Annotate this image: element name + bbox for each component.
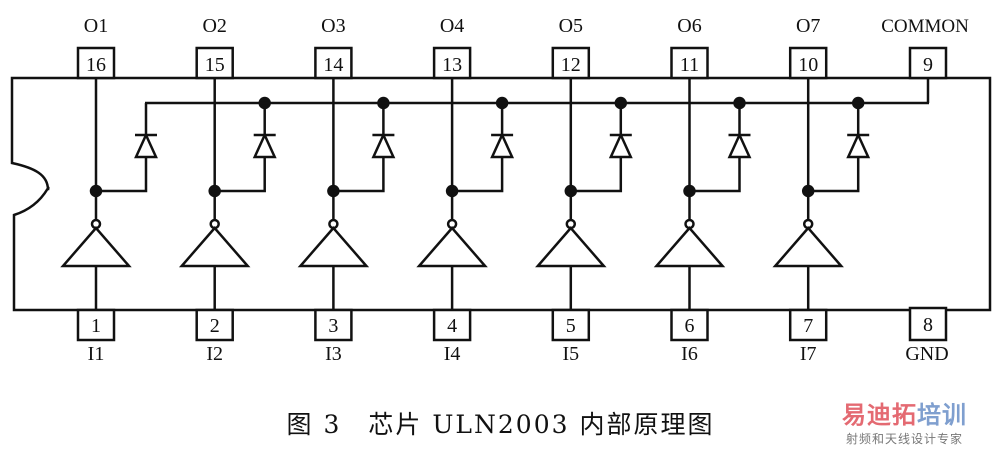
diode-wire bbox=[808, 103, 860, 193]
output-label: O7 bbox=[796, 15, 820, 37]
darlington-buffer-icon bbox=[416, 226, 488, 268]
output-pin-number: 15 bbox=[205, 54, 225, 76]
input-pin-number: 2 bbox=[210, 315, 220, 337]
figure-caption: 图 3 芯片 ULN2003 内部原理图 bbox=[286, 410, 715, 439]
output-label: O3 bbox=[321, 15, 345, 37]
input-label: I7 bbox=[800, 343, 817, 365]
input-pin-number: 7 bbox=[803, 315, 813, 337]
input-pin-box bbox=[788, 308, 828, 342]
watermark-brand-blue: 培训 bbox=[917, 401, 967, 429]
output-label: O5 bbox=[559, 15, 583, 37]
input-pin-number: 1 bbox=[91, 315, 101, 337]
output-pin-box bbox=[551, 46, 591, 80]
darlington-buffer-icon bbox=[535, 226, 607, 268]
output-label: O6 bbox=[677, 15, 701, 37]
channel-2 bbox=[178, 46, 277, 342]
input-label: I3 bbox=[325, 343, 342, 365]
output-pin-number: 13 bbox=[442, 54, 462, 76]
darlington-buffer-icon bbox=[297, 226, 370, 268]
output-pin-number: 10 bbox=[798, 54, 818, 76]
diode-icon bbox=[371, 131, 396, 159]
output-label: O2 bbox=[202, 15, 226, 37]
diode-wire bbox=[689, 103, 741, 193]
input-pin-number: 3 bbox=[328, 315, 338, 337]
common-pin-number: 9 bbox=[923, 54, 933, 76]
ground-label: GND bbox=[905, 343, 948, 365]
output-pin-box bbox=[788, 46, 828, 80]
diode-icon bbox=[846, 131, 871, 159]
ground-pin: 8 GND bbox=[905, 306, 949, 365]
input-pin-number: 4 bbox=[447, 315, 457, 337]
diode-wire bbox=[214, 103, 266, 193]
channel-1 bbox=[60, 46, 158, 342]
watermark-brand-red: 易迪拓 bbox=[842, 401, 917, 429]
input-label: I2 bbox=[206, 343, 223, 365]
input-label: I1 bbox=[88, 343, 105, 365]
input-pin-box bbox=[76, 308, 116, 342]
watermark-tagline: 射频和天线设计专家 bbox=[845, 432, 963, 446]
output-pin-number: 16 bbox=[86, 54, 106, 76]
common-pin: 9 COMMON bbox=[881, 16, 969, 103]
input-label: I5 bbox=[562, 343, 579, 365]
output-pin-number: 12 bbox=[561, 54, 581, 76]
channel-3 bbox=[297, 46, 396, 342]
darlington-buffer-icon bbox=[178, 226, 251, 268]
diode-icon bbox=[252, 131, 277, 159]
output-pin-number: 14 bbox=[323, 54, 343, 76]
common-label: COMMON bbox=[881, 16, 969, 37]
input-pin-number: 5 bbox=[566, 315, 576, 337]
input-label: I6 bbox=[681, 343, 698, 365]
input-label: I4 bbox=[444, 343, 461, 365]
darlington-buffer-icon bbox=[772, 226, 844, 268]
diode-wire bbox=[452, 103, 504, 193]
output-pin-box bbox=[314, 46, 353, 80]
channel-4 bbox=[416, 46, 515, 342]
input-pin-box bbox=[195, 308, 234, 342]
ground-pin-number: 8 bbox=[923, 314, 933, 336]
watermark-logo: 易迪拓培训 射频和天线设计专家 bbox=[842, 395, 967, 447]
output-label: O1 bbox=[84, 15, 108, 37]
output-pin-number: 11 bbox=[680, 54, 699, 76]
chip-body-outline bbox=[10, 76, 992, 312]
channel-5 bbox=[535, 46, 633, 342]
darlington-buffer-icon bbox=[60, 226, 132, 268]
diode-icon bbox=[608, 131, 633, 159]
output-pin-box bbox=[670, 46, 709, 80]
channel-7 bbox=[772, 46, 871, 342]
diode-wire bbox=[333, 103, 385, 193]
diode-icon bbox=[134, 131, 158, 159]
diode-icon bbox=[490, 131, 515, 159]
diode-wire bbox=[96, 103, 148, 193]
channel-6 bbox=[653, 46, 752, 342]
output-label: O4 bbox=[440, 15, 464, 37]
darlington-buffer-icon bbox=[653, 226, 726, 268]
diode-wire bbox=[570, 103, 623, 193]
input-pin-number: 6 bbox=[685, 315, 695, 337]
diode-icon bbox=[727, 131, 752, 159]
